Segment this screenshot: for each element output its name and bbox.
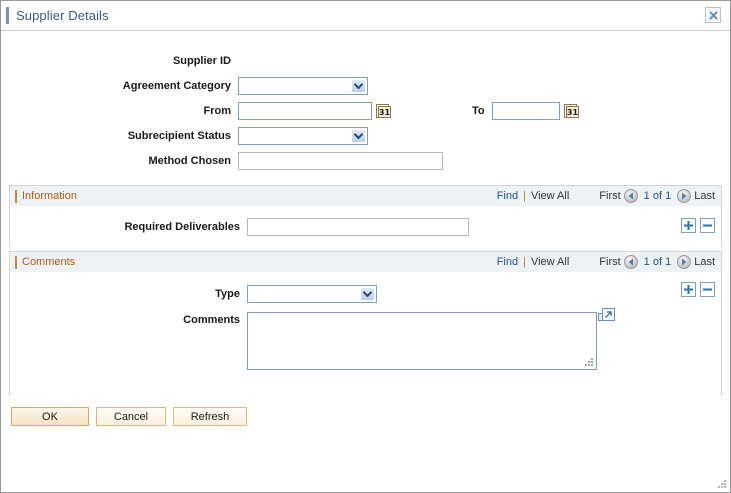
section-accent-bar: [15, 189, 17, 203]
find-link[interactable]: Find: [496, 190, 519, 202]
required-deliverables-row: Required Deliverables: [10, 207, 721, 239]
svg-text:31: 31: [567, 108, 579, 117]
chevron-down-icon[interactable]: [360, 286, 375, 301]
comments-group-title: Comments: [22, 256, 76, 268]
subrecipient-status-row: Subrecipient Status: [1, 123, 730, 148]
svg-text:31: 31: [379, 108, 391, 117]
comments-group-header: Comments Find | View All First 1 of 1 La…: [10, 252, 721, 273]
required-deliverables-input[interactable]: [247, 217, 469, 236]
subrecipient-status-select[interactable]: [238, 126, 368, 145]
find-link[interactable]: Find: [496, 256, 519, 268]
comments-field-label: Comments: [183, 314, 240, 326]
chevron-down-icon[interactable]: [351, 128, 366, 143]
agreement-category-row: Agreement Category: [1, 73, 730, 98]
right-arrow-icon[interactable]: [677, 189, 692, 203]
comments-text-row: Comments: [10, 306, 721, 370]
delete-row-button[interactable]: [700, 218, 715, 233]
dialog-titlebar: Supplier Details: [1, 1, 730, 31]
expand-popup-icon[interactable]: [598, 308, 615, 325]
supplier-id-row: Supplier ID: [1, 48, 730, 73]
information-group: Information Find | View All First 1 of 1…: [9, 185, 722, 248]
record-counter: 1 of 1: [643, 256, 672, 268]
agreement-category-label: Agreement Category: [122, 79, 231, 92]
comment-type-label: Type: [215, 287, 240, 300]
nav-separator: |: [523, 256, 526, 268]
from-date-input[interactable]: [238, 101, 372, 120]
left-arrow-icon[interactable]: [623, 189, 638, 203]
method-chosen-label: Method Chosen: [148, 154, 232, 167]
comment-type-select[interactable]: [247, 284, 377, 303]
add-row-button[interactable]: [681, 218, 696, 233]
information-row-actions: [681, 218, 715, 233]
title-accent-bar: [6, 7, 9, 24]
nav-separator: |: [523, 190, 526, 202]
to-date-input[interactable]: [491, 101, 560, 120]
comments-row-actions: [681, 282, 715, 297]
chevron-down-icon[interactable]: [351, 78, 366, 93]
last-link[interactable]: Last: [694, 190, 715, 202]
right-arrow-icon[interactable]: [677, 255, 692, 269]
supplier-form: Supplier ID Agreement Category From: [1, 31, 730, 181]
dialog-title: Supplier Details: [16, 8, 109, 23]
delete-row-button[interactable]: [700, 282, 715, 297]
to-label: To: [472, 104, 485, 117]
cancel-button[interactable]: Cancel: [96, 407, 166, 426]
section-accent-bar: [15, 255, 17, 269]
information-group-body: Required Deliverables: [10, 207, 721, 248]
agreement-category-select[interactable]: [238, 76, 368, 95]
from-to-row: From 31 To: [1, 98, 730, 123]
information-group-title: Information: [22, 190, 78, 202]
information-group-header: Information Find | View All First 1 of 1…: [10, 186, 721, 207]
supplier-id-label: Supplier ID: [172, 54, 231, 67]
comments-group: Comments Find | View All First 1 of 1 La…: [9, 251, 722, 397]
calendar-icon[interactable]: 31: [376, 103, 391, 119]
refresh-button[interactable]: Refresh: [173, 407, 247, 426]
dialog-content: Supplier ID Agreement Category From: [1, 31, 730, 426]
information-nav: Find | View All First 1 of 1 Last: [497, 186, 715, 206]
comment-type-row: Type: [10, 273, 721, 306]
comments-nav: Find | View All First 1 of 1 Last: [497, 252, 715, 272]
comments-textarea[interactable]: [247, 312, 597, 370]
last-link[interactable]: Last: [694, 256, 715, 268]
method-chosen-row: Method Chosen: [1, 148, 730, 173]
add-row-button[interactable]: [681, 282, 696, 297]
close-icon[interactable]: [705, 7, 721, 23]
comments-textarea-wrap: [247, 308, 615, 370]
left-arrow-icon[interactable]: [623, 255, 638, 269]
subrecipient-status-label: Subrecipient Status: [127, 129, 231, 142]
calendar-icon[interactable]: 31: [563, 103, 579, 119]
view-all-link[interactable]: View All: [530, 256, 570, 268]
method-chosen-input[interactable]: [238, 151, 443, 170]
view-all-link[interactable]: View All: [530, 190, 570, 202]
required-deliverables-label: Required Deliverables: [124, 220, 240, 233]
record-counter: 1 of 1: [643, 190, 672, 202]
first-link[interactable]: First: [599, 190, 621, 202]
first-link[interactable]: First: [599, 256, 621, 268]
comments-group-body: Type Comments: [10, 273, 721, 397]
dialog-button-bar: OK Cancel Refresh: [11, 407, 730, 426]
ok-button[interactable]: OK: [11, 407, 89, 426]
window-resize-grip[interactable]: [716, 478, 727, 489]
from-label: From: [203, 104, 232, 117]
